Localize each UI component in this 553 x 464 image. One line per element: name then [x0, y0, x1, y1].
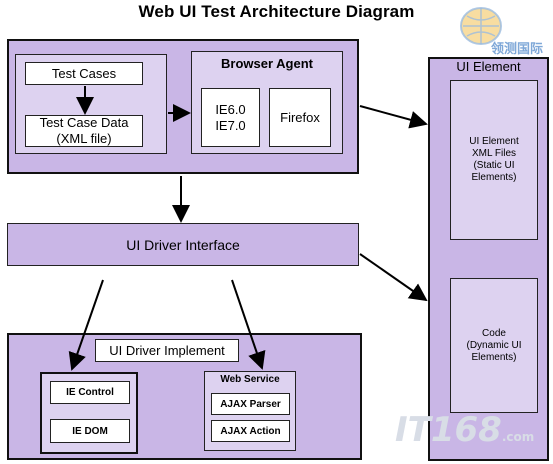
ajax-parser-box: AJAX Parser	[211, 393, 290, 415]
ui-driver-implement-title-box: UI Driver Implement	[95, 339, 239, 362]
globe-logo-icon	[460, 7, 502, 45]
ui-element-title: UI Element	[456, 59, 521, 74]
ie-control-box: IE Control	[50, 381, 130, 404]
ie-dom-box: IE DOM	[50, 419, 130, 443]
diagram-title: Web UI Test Architecture Diagram	[138, 2, 415, 21]
ie-line1: IE6.0	[215, 101, 246, 117]
arrow-interface-to-ie	[68, 279, 104, 371]
watermark-site-domain: .com	[501, 430, 535, 444]
xml-files-line4: Elements)	[471, 172, 517, 183]
watermark-site: IT168.com	[395, 410, 534, 450]
ui-element-code-box: Code (Dynamic UI Elements)	[450, 278, 538, 413]
test-case-data-line1: Test Case Data	[39, 115, 129, 130]
firefox-box: Firefox	[269, 88, 331, 147]
code-line2: (Dynamic UI	[466, 339, 522, 351]
browser-agent-title: Browser Agent	[221, 56, 313, 71]
test-case-data-box: Test Case Data (XML file)	[25, 115, 143, 147]
xml-files-line2: XML Files	[471, 148, 517, 159]
ui-driver-interface-box: UI Driver Interface	[7, 223, 359, 266]
ie-line2: IE7.0	[215, 117, 246, 133]
xml-files-line1: UI Element	[469, 136, 519, 147]
arrow-interface-to-uielement	[359, 253, 428, 302]
watermark-logo: 领测国际	[455, 2, 551, 60]
ie-version-box: IE6.0 IE7.0	[201, 88, 260, 147]
watermark-site-name: IT168	[395, 410, 502, 450]
test-cases-box: Test Cases	[25, 62, 143, 85]
watermark-logo-text: 领测国际	[491, 42, 544, 57]
web-service-title: Web Service	[220, 374, 280, 385]
arrow-browser-to-uielement	[359, 105, 428, 129]
test-case-data-line2: (XML file)	[56, 131, 112, 146]
ajax-action-box: AJAX Action	[211, 420, 290, 442]
ui-element-xml-files-box: UI Element XML Files (Static UI Elements…	[450, 80, 538, 240]
code-line3: Elements)	[471, 351, 517, 363]
code-line1: Code	[482, 327, 506, 339]
arrow-interface-to-webservice	[231, 279, 266, 370]
xml-files-line3: (Static UI	[473, 160, 515, 171]
